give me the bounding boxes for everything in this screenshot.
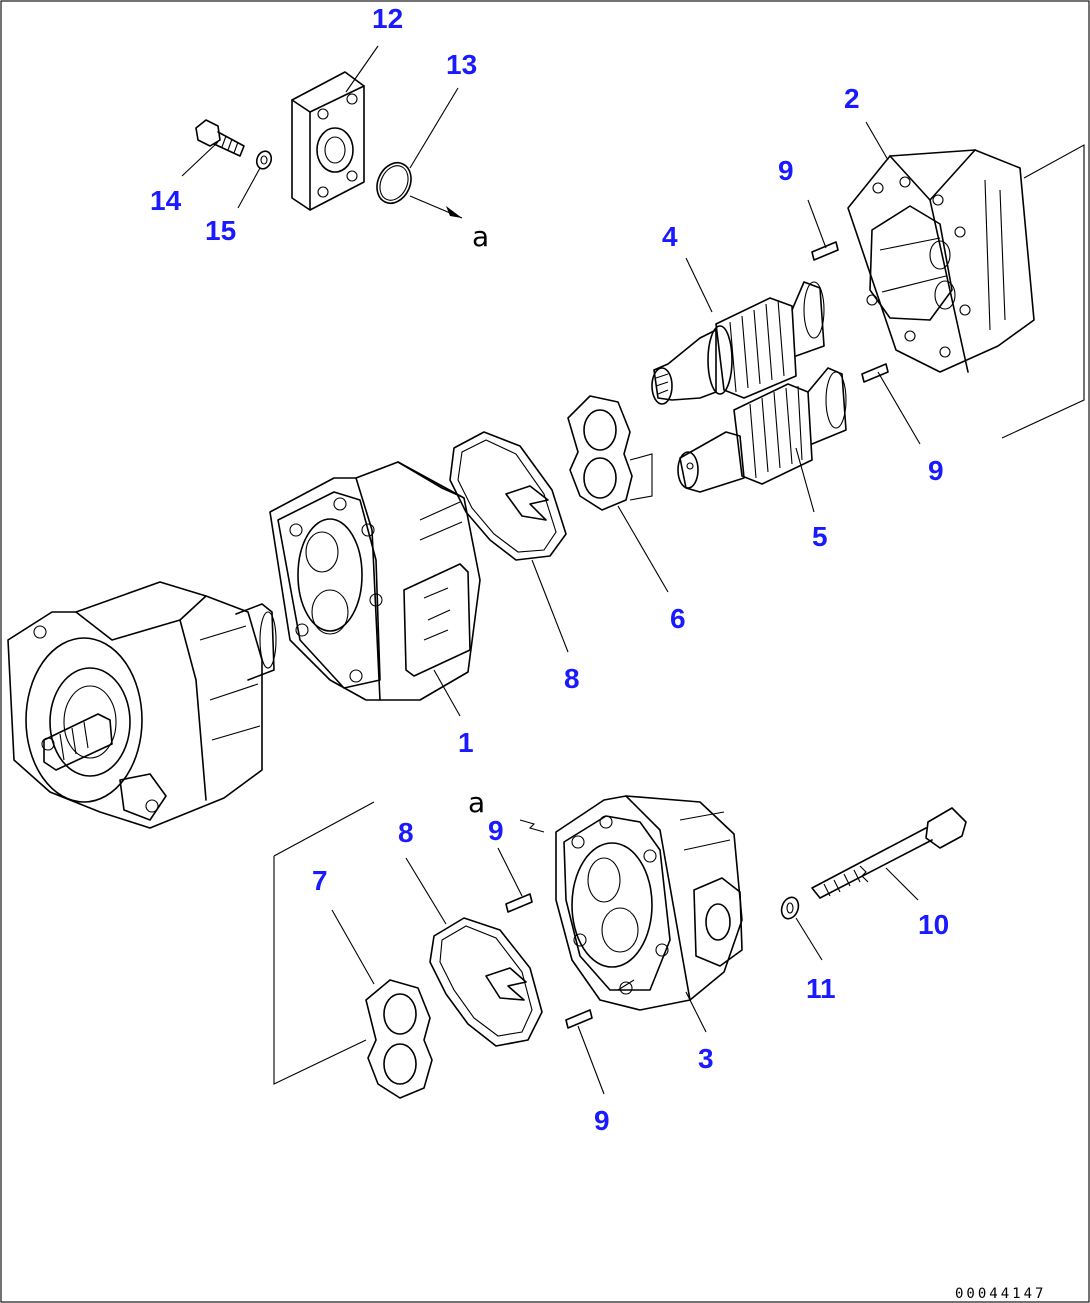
part-9-dowel-pins xyxy=(505,241,889,1029)
arrow-head xyxy=(446,206,462,218)
part-13-o-ring xyxy=(376,162,463,219)
callout-2: 2 xyxy=(844,83,860,114)
part-2-housing xyxy=(847,144,1085,439)
document-number: 00044147 xyxy=(955,1286,1046,1302)
callout-9-mid: 9 xyxy=(488,815,504,846)
callout-9-right: 9 xyxy=(928,455,944,486)
callout-12: 12 xyxy=(372,3,403,34)
part-14-bolt xyxy=(195,119,245,157)
reference-letter-a-bottom: a xyxy=(468,786,485,819)
callout-8-lower: 8 xyxy=(398,817,414,848)
part-7-bushing-plate xyxy=(273,801,433,1099)
callout-11: 11 xyxy=(806,973,836,1004)
callout-9-top: 9 xyxy=(778,155,794,186)
callout-4: 4 xyxy=(662,221,678,252)
callout-3: 3 xyxy=(698,1043,714,1074)
part-6-bushing-plate xyxy=(567,395,653,511)
callouts: 12 13 14 15 2 9 4 9 5 6 8 1 8 9 7 3 9 11… xyxy=(150,3,949,1136)
part-12-cover-plate xyxy=(291,71,365,211)
callout-7: 7 xyxy=(312,865,328,896)
leader-lines xyxy=(181,45,921,1095)
pump-assembly-left xyxy=(7,581,277,829)
part-11-washer xyxy=(780,896,800,920)
part-10-through-bolt xyxy=(811,807,967,899)
callout-1: 1 xyxy=(458,727,474,758)
callout-8-upper: 8 xyxy=(564,663,580,694)
callout-15: 15 xyxy=(205,215,236,246)
part-3-rear-cover xyxy=(555,795,743,1011)
part-4-drive-gear xyxy=(651,281,825,405)
callout-10: 10 xyxy=(918,909,949,940)
callout-6: 6 xyxy=(670,603,686,634)
callout-9-bottom: 9 xyxy=(594,1105,610,1136)
part-5-driven-gear xyxy=(677,367,847,493)
callout-14: 14 xyxy=(150,185,182,216)
part-8-gasket-upper xyxy=(449,431,567,561)
part-15-washer xyxy=(255,150,273,170)
part-8-gasket-lower xyxy=(429,917,543,1047)
reference-letter-a-top: a xyxy=(472,220,489,253)
callout-13: 13 xyxy=(446,49,477,80)
callout-5: 5 xyxy=(812,521,828,552)
part-1-body xyxy=(269,461,481,701)
